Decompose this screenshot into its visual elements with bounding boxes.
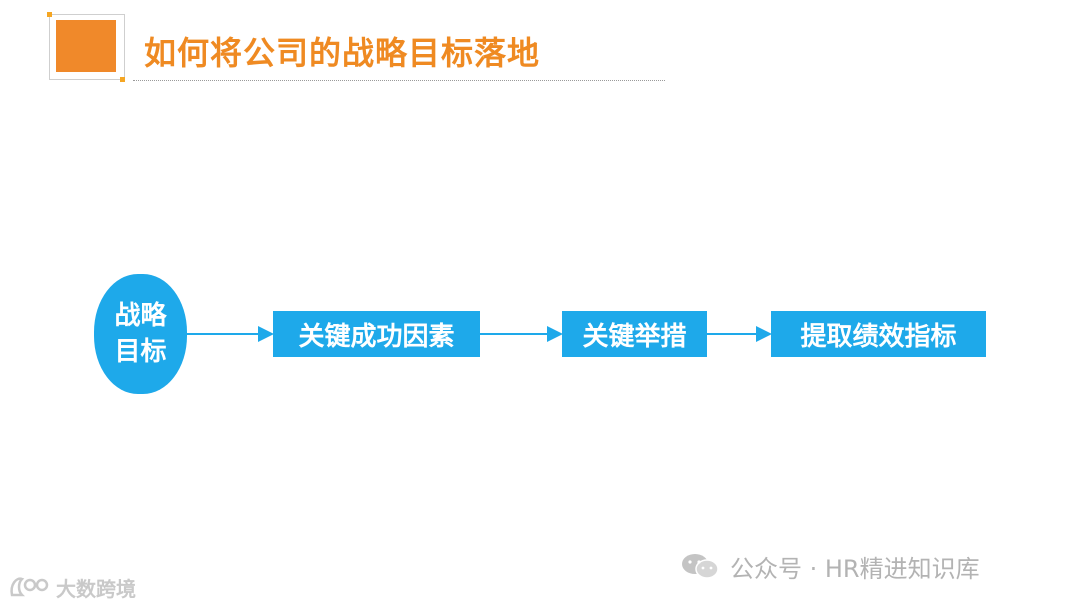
title-decoration — [47, 12, 125, 82]
decoration-corner-bottom-right — [120, 77, 125, 82]
key-measures-label: 关键举措 — [582, 321, 687, 352]
extract-kpi-label: 提取绩效指标 — [800, 321, 957, 352]
watermark-logo-text: 大数跨境 — [56, 576, 136, 601]
watermark-logo-icon — [10, 577, 49, 597]
title-divider — [133, 80, 665, 81]
watermark-logo: 大数跨境 — [8, 570, 136, 604]
wechat-icon — [682, 554, 719, 579]
wechat-account-text: 公众号 · HR精进知识库 — [730, 554, 980, 583]
strategic-goal-node: 战略目标 — [94, 274, 187, 394]
extract-kpi-box: 提取绩效指标 — [771, 311, 986, 357]
key-success-factors-label: 关键成功因素 — [298, 321, 455, 352]
page-title: 如何将公司的战略目标落地 — [144, 34, 541, 72]
decoration-orange-square — [56, 20, 116, 72]
strategic-goal-label: 战略目标 — [114, 301, 167, 367]
wechat-watermark: 公众号 · HR精进知识库 — [680, 550, 980, 583]
key-measures-box: 关键举措 — [562, 311, 707, 357]
key-success-factors-box: 关键成功因素 — [273, 311, 480, 357]
decoration-corner-top-left — [47, 12, 52, 17]
